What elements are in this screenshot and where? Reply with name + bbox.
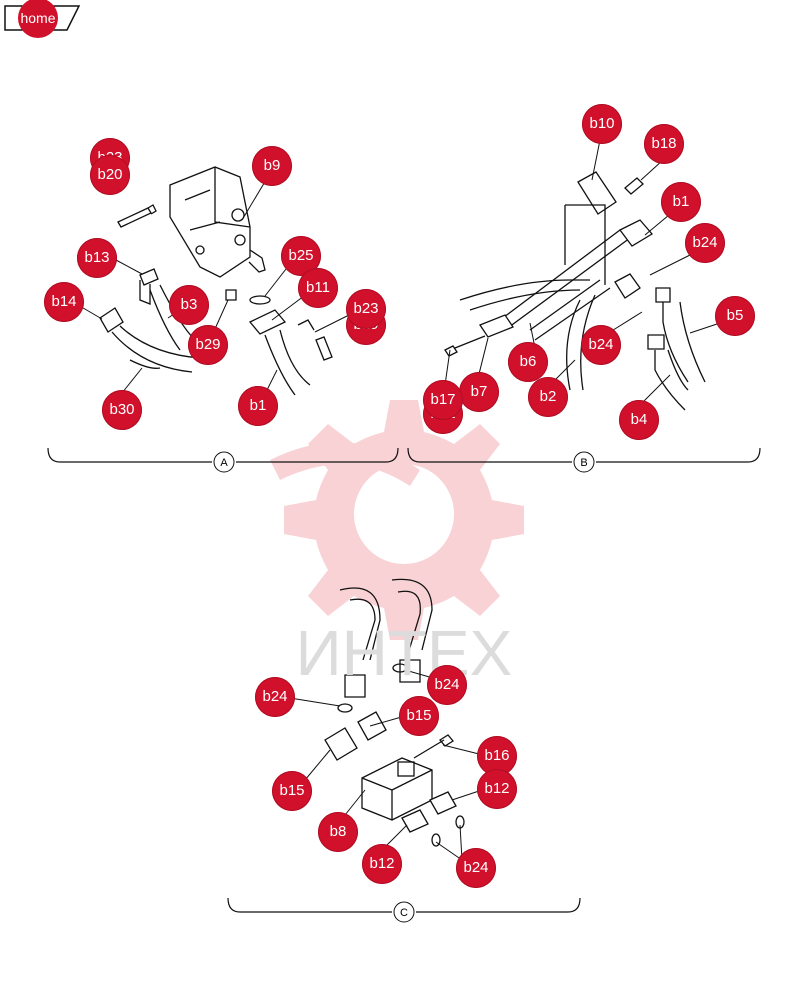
- group-a-drawing: [99, 166, 333, 396]
- callout-b24-c2[interactable]: b24: [427, 665, 467, 705]
- section-c-label: C: [400, 907, 408, 919]
- callout-b23-a2[interactable]: b23: [346, 289, 386, 329]
- callout-b5[interactable]: b5: [715, 296, 755, 336]
- callout-b15-c1[interactable]: b15: [399, 696, 439, 736]
- home-tab: home: [4, 0, 80, 38]
- section-a-label: A: [220, 457, 228, 469]
- callout-b24-b1[interactable]: b24: [685, 223, 725, 263]
- group-c-drawing: [324, 578, 465, 847]
- watermark-gear-icon: [270, 400, 524, 640]
- callout-b17[interactable]: b17: [423, 380, 463, 420]
- callout-b3[interactable]: b3: [169, 285, 209, 325]
- callout-b9[interactable]: b9: [252, 146, 292, 186]
- callout-b29[interactable]: b29: [188, 325, 228, 365]
- callout-b16[interactable]: b16: [477, 736, 517, 776]
- callout-b1-b[interactable]: b1: [661, 182, 701, 222]
- section-a-marker: [213, 451, 235, 473]
- watermark-text: ИНТЕХ: [296, 617, 513, 689]
- section-brackets: [47, 447, 761, 913]
- callout-b12-c1[interactable]: b12: [477, 769, 517, 809]
- section-b-marker: [573, 451, 595, 473]
- callout-b18[interactable]: b18: [644, 124, 684, 164]
- callout-b24-b2[interactable]: b24: [581, 325, 621, 365]
- callout-b6[interactable]: b6: [508, 342, 548, 382]
- callout-b1-a[interactable]: b1: [238, 386, 278, 426]
- callout-b13[interactable]: b13: [77, 238, 117, 278]
- group-b-drawing: [444, 171, 706, 411]
- callout-b4[interactable]: b4: [619, 400, 659, 440]
- callout-b30[interactable]: b30: [102, 390, 142, 430]
- callout-b7[interactable]: b7: [459, 372, 499, 412]
- callout-b24-c1[interactable]: b24: [255, 677, 295, 717]
- callout-b24-c3[interactable]: b24: [456, 848, 496, 888]
- callout-b12-c2[interactable]: b12: [362, 844, 402, 884]
- section-b-label: B: [580, 457, 587, 469]
- section-c-marker: [393, 901, 415, 923]
- callout-b15-c2[interactable]: b15: [272, 771, 312, 811]
- callout-b10[interactable]: b10: [582, 104, 622, 144]
- home-button[interactable]: home: [18, 0, 58, 38]
- callout-b14[interactable]: b14: [44, 282, 84, 322]
- callout-b11[interactable]: b11: [298, 268, 338, 308]
- callout-b8[interactable]: b8: [318, 812, 358, 852]
- callout-b2[interactable]: b2: [528, 377, 568, 417]
- leader-lines: [77, 139, 721, 861]
- callout-b20-a[interactable]: b20: [90, 155, 130, 195]
